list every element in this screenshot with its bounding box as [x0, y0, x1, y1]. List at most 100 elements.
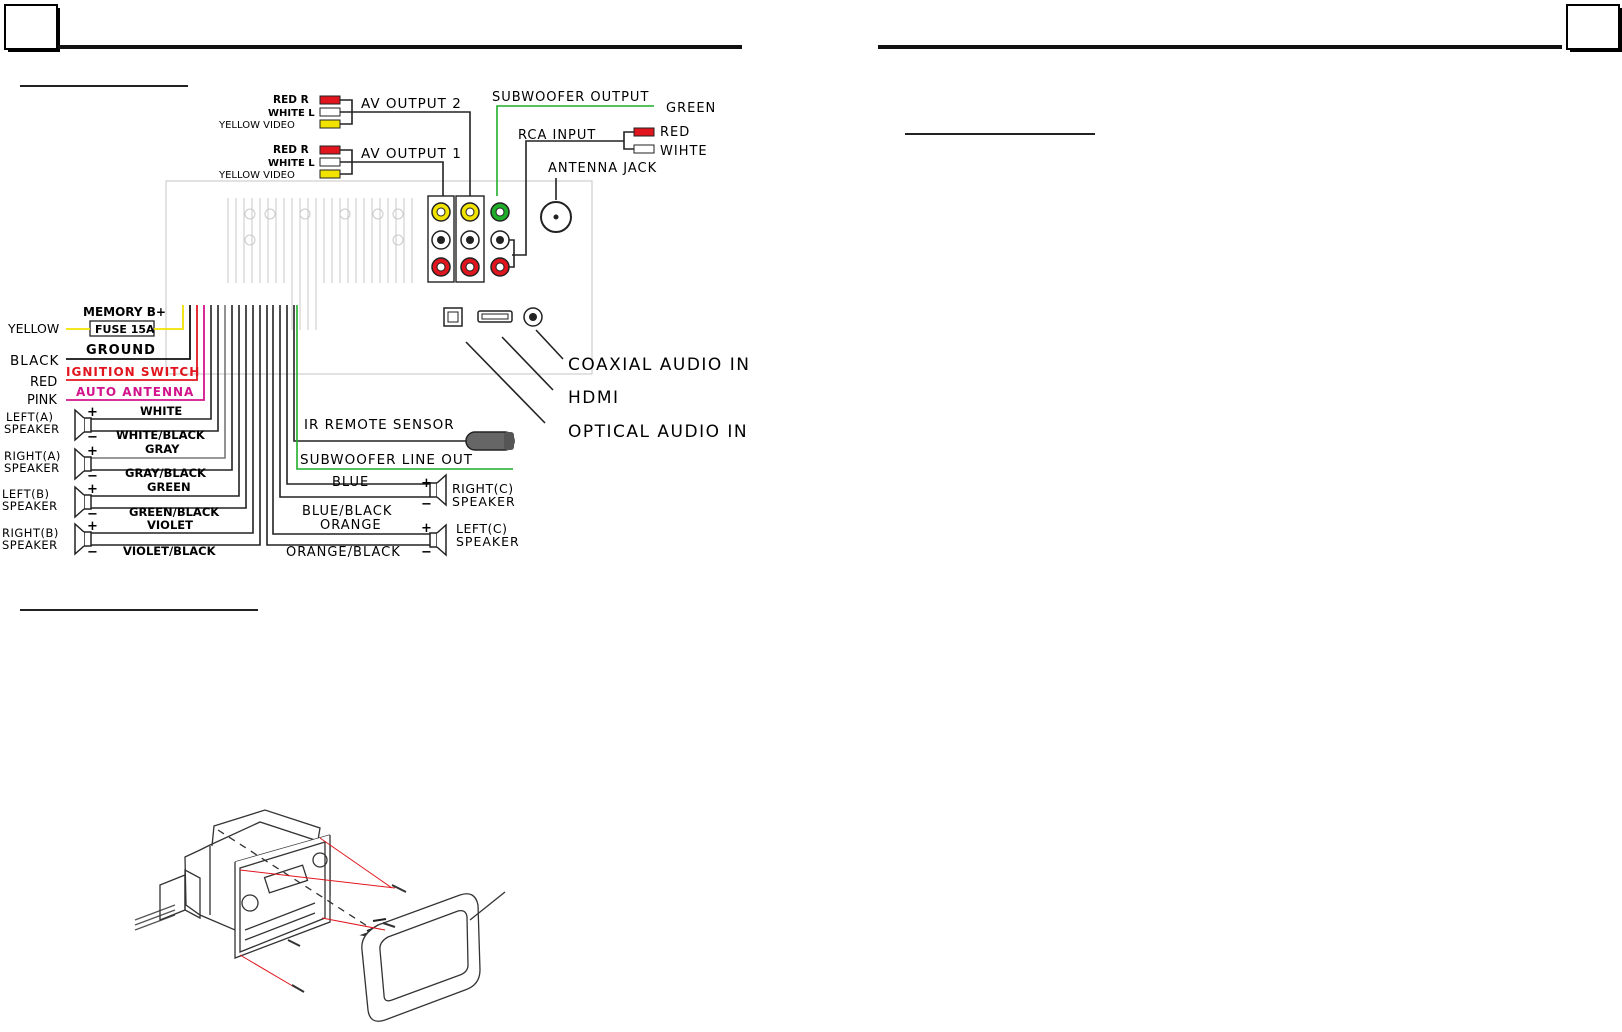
pink-wire-label: PINK [27, 393, 57, 408]
wiring-plug [159, 874, 186, 921]
speaker-right-b-word: SPEAKER [2, 538, 58, 552]
rca-input-white-plug [633, 144, 655, 154]
trim-frame [361, 893, 481, 1022]
minus-sign: − [87, 469, 98, 484]
wire-green [90, 305, 240, 497]
rca-input-label: RCA INPUT [518, 128, 596, 143]
speaker-left-c-icon [429, 523, 447, 557]
av2-red-label: RED R [273, 94, 309, 106]
speaker-right-a-name: RIGHT(A) [4, 449, 61, 463]
rca-white-label: WIHTE [660, 144, 708, 159]
wire-label-white: WHITE [140, 404, 182, 418]
minus-sign: − [421, 545, 432, 560]
rca-red-label: RED [660, 125, 690, 140]
wire-label-green-black: GREEN/BLACK [129, 505, 220, 519]
wire-orange-black [266, 305, 430, 546]
av2-yellow-label: YELLOW VIDEO [218, 120, 295, 131]
auto-antenna-wire [66, 305, 205, 401]
red-wire-label: RED [30, 375, 57, 390]
rca-jack-yellow-1 [431, 202, 451, 222]
wire-blue-black [279, 305, 430, 498]
speaker-right-c-icon [429, 473, 447, 507]
plus-sign: + [421, 476, 432, 491]
speaker-left-c-name: LEFT(C) [456, 521, 507, 536]
wire-violet-black [90, 305, 261, 546]
wire-label-green: GREEN [147, 480, 191, 494]
wire-label-gray-black: GRAY/BLACK [125, 466, 207, 480]
ignition-wire [66, 305, 198, 381]
header-rule-right [878, 45, 1562, 49]
ground-label: GROUND [86, 343, 156, 358]
optical-audio-in-label: OPTICAL AUDIO IN [568, 422, 748, 442]
rca-jack-green [490, 202, 510, 222]
av-output-1-plugs [319, 145, 444, 196]
rca-jack-white-3 [490, 230, 510, 250]
wire-green-black [90, 305, 247, 509]
chassis-top-sleeve [211, 809, 321, 847]
speaker-right-c-name: RIGHT(C) [452, 481, 514, 496]
av-output-1-label: AV OUTPUT 1 [361, 146, 462, 162]
wire-label-gray: GRAY [145, 442, 180, 456]
ignition-switch-label: IGNITION SWITCH [66, 365, 200, 379]
volume-knob [241, 894, 259, 912]
minus-sign: − [87, 430, 98, 445]
plus-sign: + [87, 482, 98, 497]
av-output-2-plugs [319, 95, 471, 196]
hdmi-label: HDMI [568, 388, 620, 408]
page-number-box-left [4, 4, 58, 50]
wire-gray [90, 305, 226, 459]
head-unit-rear-panel [165, 180, 593, 375]
rca-jack-white-1 [431, 230, 451, 250]
wire-blue [286, 305, 430, 485]
speaker-right-b-name: RIGHT(B) [2, 526, 59, 540]
subwoofer-green-label: GREEN [666, 101, 716, 116]
wire-label-violet: VIOLET [147, 518, 193, 532]
ground-wire [66, 305, 191, 360]
wire-label-orange-black: ORANGE/BLACK [286, 545, 401, 560]
speaker-left-b-word: SPEAKER [2, 499, 58, 513]
header-rule-left [58, 45, 742, 49]
minus-sign: − [87, 507, 98, 522]
speaker-right-b-icon [74, 522, 92, 556]
rca-jack-red-3 [490, 257, 510, 277]
section-heading-underline-wiring [20, 85, 188, 87]
memory-label: MEMORY B+ [83, 305, 166, 319]
black-wire-label: BLACK [10, 353, 60, 369]
wire-label-orange: ORANGE [320, 518, 382, 533]
wire-violet [90, 305, 254, 534]
screw-icon [291, 984, 305, 993]
wire-label-violet-black: VIOLET/BLACK [123, 544, 217, 558]
wire-white [90, 305, 212, 420]
antenna-jack-label: ANTENNA JACK [548, 161, 657, 176]
wire-label-blue-black: BLUE/BLACK [302, 504, 392, 519]
wire-orange [272, 305, 430, 535]
rca-jack-white-2 [460, 230, 480, 250]
speaker-left-a-name: LEFT(A) [6, 410, 53, 424]
av-output-2-label: AV OUTPUT 2 [361, 96, 462, 112]
subwoofer-line-out-label: SUBWOOFER LINE OUT [300, 452, 473, 468]
speaker-left-a-word: SPEAKER [4, 422, 60, 436]
speaker-left-c-word: SPEAKER [456, 534, 520, 549]
wire-label-white-black: WHITE/BLACK [116, 428, 206, 442]
coaxial-audio-in-label: COAXIAL AUDIO IN [568, 355, 750, 375]
subwoofer-line-out-wire [296, 305, 513, 470]
hdmi-port-icon [477, 310, 513, 323]
speaker-right-a-icon [74, 447, 92, 481]
tuning-knob [312, 852, 328, 868]
section-heading-underline-installation [20, 609, 258, 611]
rca-jack-yellow-2 [460, 202, 480, 222]
display-window [263, 864, 309, 894]
av1-white-label: WHITE L [268, 158, 315, 169]
wire-label-blue: BLUE [332, 475, 369, 490]
av2-white-label: WHITE L [268, 108, 315, 119]
av1-red-label: RED R [273, 144, 309, 156]
screw-icon [287, 939, 301, 947]
minus-sign: − [87, 545, 98, 560]
optical-port-icon [443, 307, 463, 327]
speaker-left-a-icon [74, 408, 92, 442]
head-unit-face [234, 835, 331, 959]
heatsink-fins [227, 198, 413, 330]
av1-yellow-label: YELLOW VIDEO [218, 170, 295, 181]
screw-icon [382, 922, 396, 928]
